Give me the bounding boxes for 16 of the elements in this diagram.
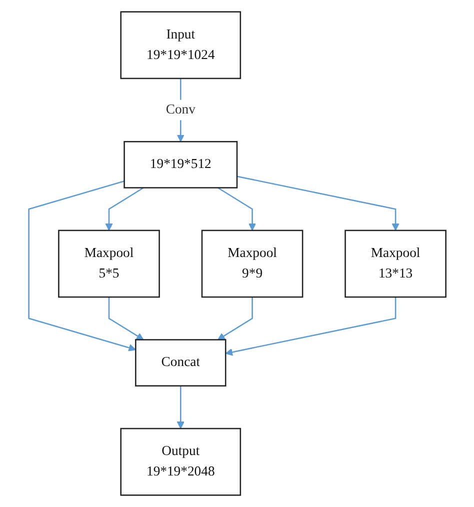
node-box: Concat (134, 339, 226, 386)
arrow (108, 297, 144, 340)
arrow (217, 187, 256, 231)
arrow (224, 297, 396, 356)
arrow (176, 386, 184, 429)
arrow (28, 180, 136, 352)
node-box: Maxpool 9*9 (201, 230, 303, 298)
arrow (104, 187, 144, 231)
node-box: Maxpool 5*5 (58, 230, 160, 298)
node-box: 19*19*512 (123, 141, 238, 188)
node-box: Input 19*19*1024 (120, 11, 241, 80)
node-box: Maxpool 13*13 (344, 230, 446, 298)
arrow (217, 297, 253, 340)
arrow (236, 176, 399, 231)
edge-label: Conv (165, 102, 196, 117)
node-box: Output 19*19*2048 (120, 428, 241, 496)
